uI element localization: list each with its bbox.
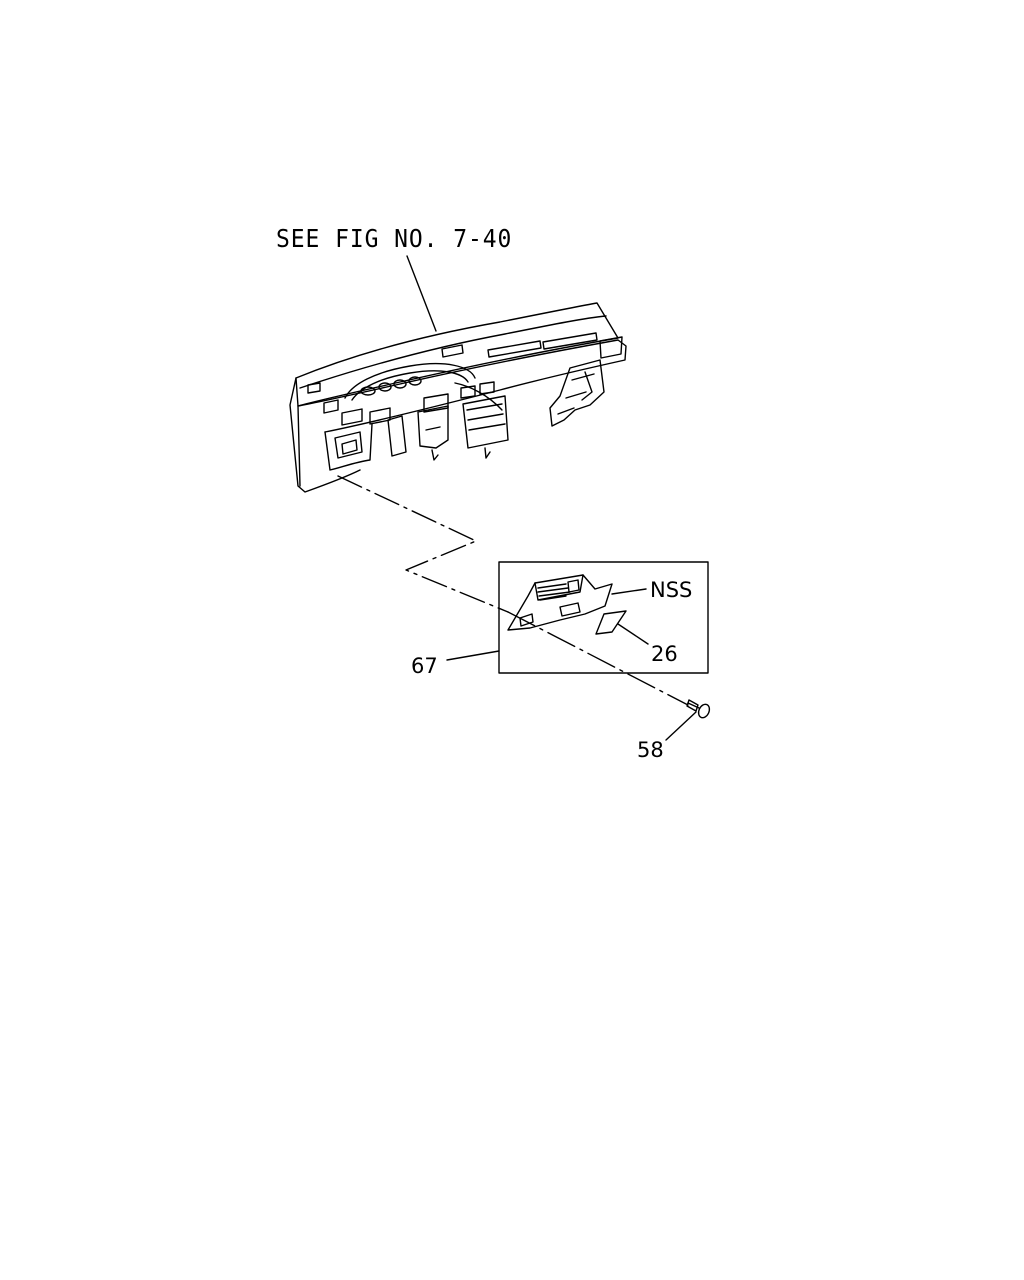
callout-part-58: 58 xyxy=(637,738,664,762)
nss-leader-line xyxy=(611,588,647,595)
callout-part-67: 67 xyxy=(411,654,438,678)
instrument-panel-drawing xyxy=(289,302,627,493)
reference-label: SEE FIG NO. 7-40 xyxy=(276,224,513,253)
reference-leader-line xyxy=(406,255,437,332)
assembly-guide-line xyxy=(337,475,509,613)
part-58-leader-line xyxy=(665,711,697,741)
inset-box xyxy=(498,561,709,674)
callout-part-26: 26 xyxy=(651,642,678,666)
glove-box-cover-drawing xyxy=(507,574,613,631)
part-26-leader-line xyxy=(617,623,649,645)
part-26-pad xyxy=(595,610,627,635)
part-58-screw xyxy=(686,699,711,719)
part-67-leader-line xyxy=(446,650,500,661)
screw-guide-line xyxy=(507,611,689,706)
callout-nss: NSS xyxy=(650,578,693,602)
